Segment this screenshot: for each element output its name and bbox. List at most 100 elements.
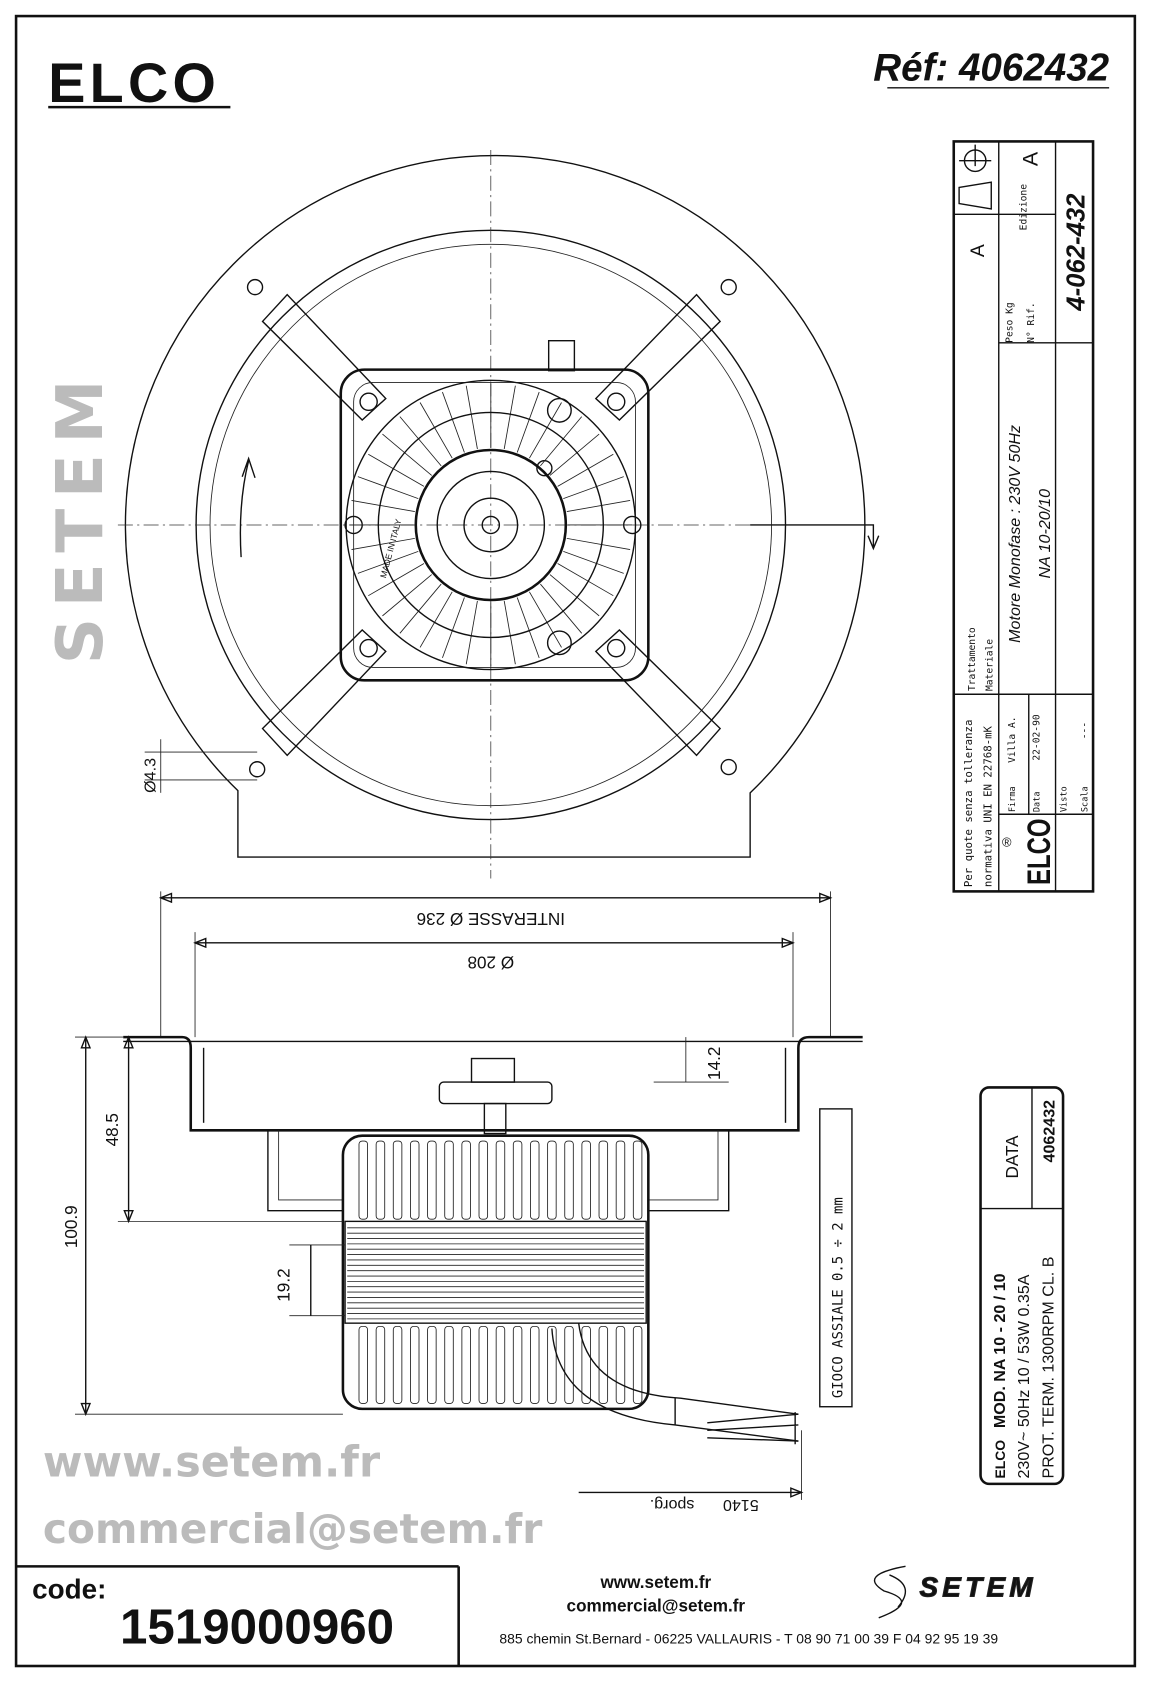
cooling-fin: [465, 600, 478, 665]
ref-label: N° Rif.: [1026, 302, 1037, 343]
sheet-border: [14, 14, 1137, 1668]
side-fin: [530, 1325, 540, 1404]
side-fin: [495, 1325, 506, 1404]
title-block-elco-logo: ELCO: [1021, 819, 1057, 885]
cooling-fin: [563, 476, 624, 499]
cooling-fin: [540, 583, 583, 634]
cooling-fin: [549, 433, 600, 476]
watermark-email: commercial@setem.fr: [43, 1505, 542, 1553]
side-fin: [375, 1325, 386, 1404]
nameplate-model: MOD. NA 10 - 20 / 10: [991, 1273, 1009, 1428]
revision-value: A: [968, 244, 989, 257]
edition-value: A: [1018, 151, 1042, 166]
cooling-fin: [540, 416, 583, 467]
nameplate-data-label: DATA: [1002, 1135, 1022, 1179]
cooling-fin: [442, 391, 465, 453]
side-fin: [581, 1140, 591, 1220]
cooling-fin: [566, 499, 631, 513]
cooling-fin: [516, 597, 540, 659]
scale-label: Scala: [1081, 786, 1091, 812]
weight-label: Peso Kg: [1005, 302, 1016, 343]
hole-diameter-dimension: Ø4.3: [141, 758, 159, 793]
footer: code: 1519000960 www.setem.fr commercial…: [16, 1565, 1036, 1667]
cooling-fin: [549, 574, 600, 617]
side-fin: [564, 1325, 574, 1404]
side-fin: [358, 1325, 368, 1404]
cooling-fin: [351, 499, 415, 513]
cooling-fin: [529, 591, 562, 648]
date-label: Data: [1032, 791, 1042, 812]
cooling-fin: [368, 453, 425, 487]
side-fin: [564, 1140, 574, 1220]
material-label: Materiale: [984, 639, 995, 691]
checked-label: Visto: [1059, 786, 1069, 812]
cooling-fin: [419, 591, 453, 648]
watermark: www.setem.fr SETEM commercial@setem.fr: [43, 369, 542, 1553]
cooling-fin: [557, 453, 614, 487]
cooling-fin: [368, 563, 425, 597]
elco-logo: ELCO: [48, 52, 220, 114]
side-fin: [547, 1140, 557, 1220]
dimension-100-9: 100.9: [61, 1205, 81, 1248]
dimension-48-5: 48.5: [102, 1113, 122, 1146]
side-fin: [581, 1325, 591, 1404]
side-fin: [410, 1325, 420, 1404]
side-fin: [427, 1325, 437, 1404]
model: NA 10-20/10: [1036, 489, 1054, 579]
cooling-fin: [399, 583, 442, 634]
side-fin: [444, 1325, 454, 1404]
treatment-label: Trattamento: [967, 627, 978, 691]
side-fin: [444, 1140, 454, 1220]
title-block: A Edizione A Peso Kg N° Rif. 4-062-432 M…: [952, 140, 1095, 893]
code-value: 1519000960: [120, 1600, 394, 1655]
registered-mark: ®: [1002, 834, 1012, 849]
side-fin: [530, 1140, 540, 1220]
side-fin: [598, 1325, 609, 1404]
side-fin: [375, 1140, 386, 1220]
watermark-brand: SETEM: [43, 369, 118, 664]
cooling-fin: [563, 550, 624, 574]
setem-logo: SETEM: [919, 1571, 1036, 1602]
side-fin: [632, 1140, 643, 1220]
side-fin: [512, 1140, 523, 1220]
footer-email: commercial@setem.fr: [567, 1595, 746, 1615]
nameplate-data-value: 4062432: [1040, 1100, 1058, 1163]
diameter-dimension: Ø 208: [467, 953, 514, 973]
side-fin: [358, 1140, 368, 1220]
side-fin: [632, 1325, 643, 1404]
rotation-arrow-icon: [239, 456, 256, 558]
edition-label: Edizione: [1019, 184, 1030, 231]
nameplate-electrical: 230V~ 50Hz 10 / 53W 0.35A: [1015, 1274, 1033, 1478]
cooling-fin: [566, 537, 631, 550]
cable-length-dimension: 5140: [723, 1496, 759, 1514]
cooling-fin: [399, 416, 442, 467]
code-label: code:: [32, 1574, 106, 1605]
footer-website: www.setem.fr: [599, 1572, 711, 1592]
scale-value: ---: [1080, 722, 1091, 739]
tolerance-note-2: normativa UNI EN 22768-mK: [981, 725, 994, 887]
cooling-fin: [357, 476, 419, 499]
tolerance-note-1: Per quote senza tolleranza: [962, 720, 975, 888]
nameplate-protection: PROT. TERM. 1300RPM CL. B: [1039, 1257, 1057, 1479]
side-fin: [410, 1140, 420, 1220]
side-fin: [427, 1140, 437, 1220]
nameplate-logo: ELCO: [992, 1440, 1008, 1479]
cooling-fin: [382, 574, 432, 617]
cooling-fin: [503, 385, 516, 450]
setem-swirl-icon: [873, 1565, 907, 1619]
center-distance-dimension: INTERASSE Ø 236: [417, 909, 566, 929]
cable-length-label: sporg.: [650, 1496, 695, 1514]
side-fin: [495, 1140, 506, 1220]
cooling-fin: [516, 391, 540, 453]
cooling-fin: [382, 433, 432, 476]
side-fin: [392, 1140, 403, 1220]
side-fin: [598, 1140, 609, 1220]
signature-value: Villa A.: [1007, 716, 1018, 762]
watermark-url: www.setem.fr: [43, 1437, 381, 1487]
side-fin: [461, 1325, 471, 1404]
cooling-fin: [465, 385, 478, 450]
drawing-number: 4-062-432: [1062, 193, 1090, 312]
footer-address: 885 chemin St.Bernard - 06225 VALLAURIS …: [499, 1631, 998, 1647]
side-fin: [615, 1325, 626, 1404]
